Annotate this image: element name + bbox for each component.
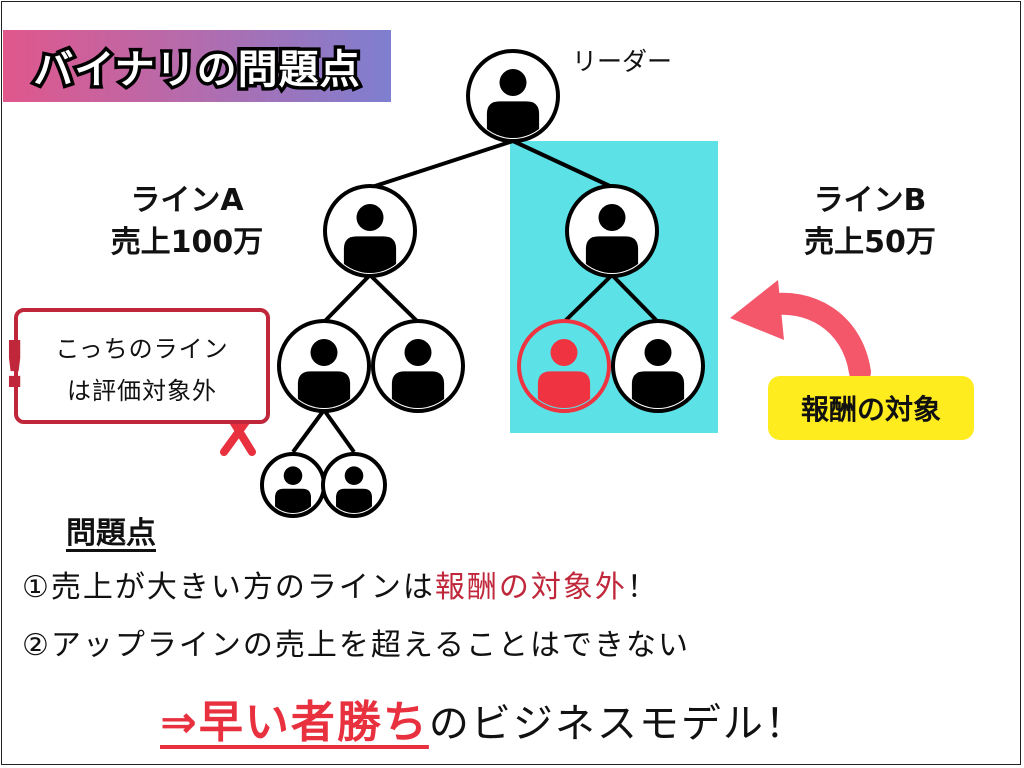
conclusion: ⇒早い者勝ちのビジネスモデル！ [160,686,807,750]
edge-lineB-right [610,273,660,324]
reward-arrow [730,280,871,383]
reward-arrow-head [730,280,784,340]
conclusion-rest: のビジネスモデル！ [428,701,807,747]
problem-item-2: ②アップラインの売上を超えることはできない [22,628,690,663]
person-icon [537,339,591,408]
page-title: バイナリの問題点 [30,44,363,97]
tree-edges [291,139,660,454]
person-icon [336,466,372,513]
lineA-label: ラインA 売上100万 [82,180,292,264]
reward-badge: 報酬の対象 [768,376,974,440]
lineB-child-left-node [517,319,611,413]
edge-lineB-left [562,273,614,324]
lineA-child-left-node [277,319,371,413]
person-icon [585,204,639,273]
lineB-label: ラインB 売上50万 [770,180,970,264]
person-icon [297,339,351,408]
problem-item-1-highlight: 報酬の対象外 [434,570,627,605]
lineB-node [565,184,659,278]
person-icon [391,339,445,408]
problem-item-1-suffix: ！ [626,570,659,605]
lineA-sales: 売上100万 [110,225,264,260]
problem-item-1-prefix: ①売上が大きい方のラインは [22,570,435,605]
edge-leader-lineA [371,139,514,189]
lineB-child-right-node [611,319,705,413]
person-icon [275,466,311,513]
edge-lineA-right [368,273,420,324]
person-icon [343,204,397,273]
lineB-name: ラインB [813,183,927,218]
title-banner: バイナリの問題点 [3,30,391,102]
problems-heading: 問題点 [66,516,156,551]
leader-node [466,49,560,143]
edge-lineA-left [322,273,372,324]
lineB-sales: 売上50万 [804,225,936,260]
person-icon [631,339,685,408]
lineA-grandchild-left-node [260,452,326,518]
not-evaluated-note: こっちのライン は評価対象外 [14,308,270,424]
tree-nodes [260,49,705,518]
exclamation-icon: ! [0,329,30,403]
leader-label: リーダー [572,47,673,76]
lineA-child-right-node [371,319,465,413]
conclusion-highlight: ⇒早い者勝ち [160,697,429,748]
lineA-grandchild-right-node [321,452,387,518]
problem-item-1: ①売上が大きい方のラインは報酬の対象外！ [22,562,659,606]
note-line-2: は評価対象外 [67,377,217,405]
edge-lineAleft-right [322,408,356,454]
person-icon [486,69,540,138]
edge-leader-lineB [512,139,613,189]
edge-lineAleft-left [291,408,326,454]
note-line-1: こっちのライン [55,335,229,363]
lineA-name: ラインA [130,183,244,218]
lineA-node [323,184,417,278]
reward-arrow-shaft [757,292,871,383]
